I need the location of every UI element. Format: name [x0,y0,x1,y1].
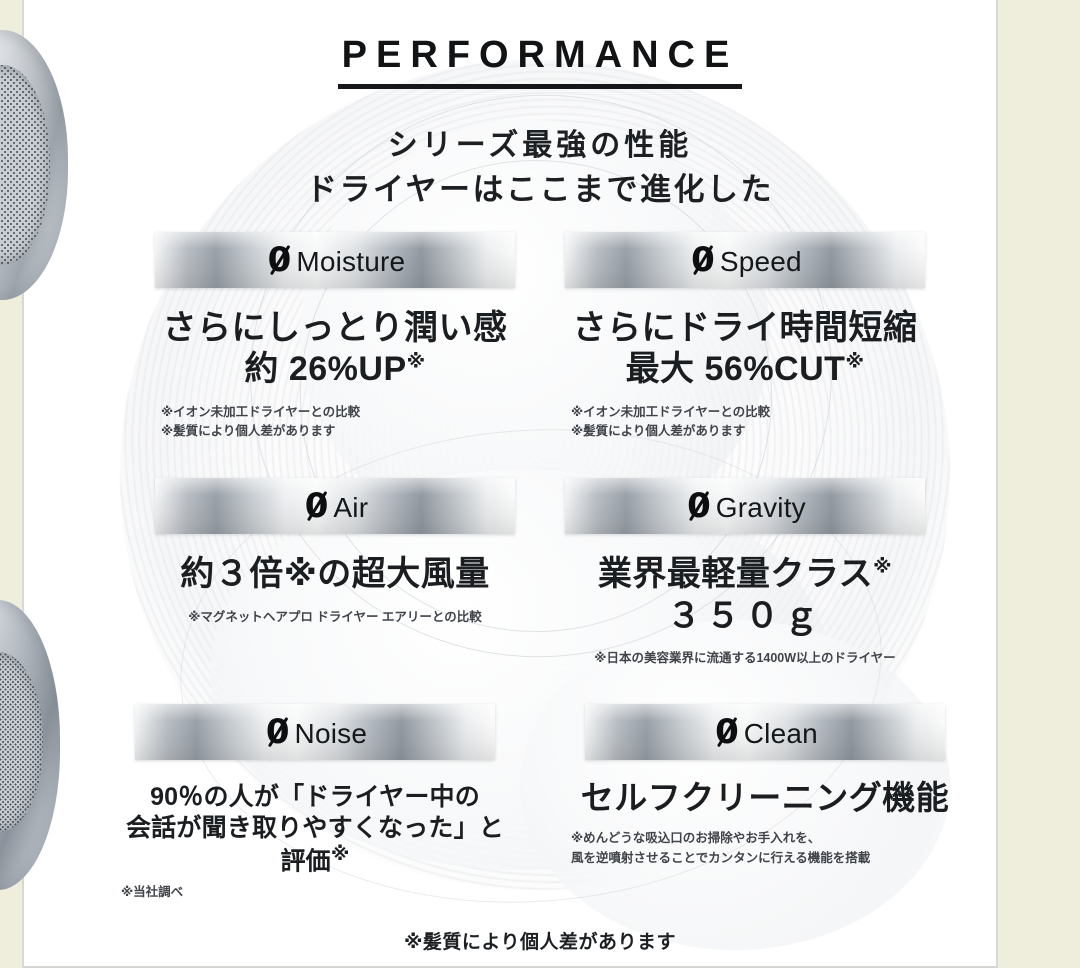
lead-copy: シリーズ最強の性能 ドライヤーはここまで進化した [0,126,1080,210]
feature-notes: ※めんどうな吸込口のお掃除やお手入れを、 風を逆噴射させることでカンタンに行える… [565,828,965,868]
zero-slash-icon: 0 [265,243,295,277]
feature-notes: ※イオン未加工ドライヤーとの比較 ※髪質により個人差があります [565,403,925,441]
feature-headline-2: ３５０ｇ [667,596,823,635]
feature-headline-1-text: 業界最軽量クラス [597,555,874,594]
feature-banner-gravity: 0 Gravity [565,478,925,535]
feature-banner-air: 0 Air [155,478,515,535]
feature-headline-2-sup: ※ [845,352,865,374]
feature-row: 0 Noise 90％の人が「ドライヤー中の 会話が聞き取りやすくなった」と評価… [0,704,1080,902]
feature-headline-2-text: 会話が聞き取りやすくなった」と評価 [125,813,504,876]
feature-headline-1: 業界最軽量クラス※ [565,554,925,595]
feature-badge-label: Noise [294,718,368,750]
feature-banner-speed: 0 Speed [565,232,925,288]
zero-slash-icon: 0 [688,243,718,277]
feature-note-2: 風を逆噴射させることでカンタンに行える機能を搭載 [571,851,871,866]
lead-line-1: シリーズ最強の性能 [387,129,693,162]
feature-headline-1: さらにドライ時間短縮 [572,309,918,347]
left-edge-seam [22,0,24,968]
feature-body: さらにドライ時間短縮 最大 56%CUT※ [565,308,925,391]
feature-headline-2-text: 最大 56%CUT [625,350,846,389]
feature-notes: ※当社調べ [115,883,515,902]
feature-headline-1-sup: ※ [873,557,893,579]
feature-headline-1: 90％の人が「ドライヤー中の [150,783,480,812]
feature-note-2: ※髪質により個人差があります [161,423,336,438]
feature-badge-label: Moisture [296,246,406,277]
feature-headline-2-text: 約 26%UP [244,350,407,389]
feature-note-1: ※イオン未加工ドライヤーとの比較 [161,404,361,419]
feature-card-air: 0 Air 約３倍※の超大風量 ※マグネットヘアプロ ドライヤー エアリーとの比… [155,478,515,668]
feature-headline-2-sup: ※ [406,352,426,374]
feature-notes: ※マグネットヘアプロ ドライヤー エアリーとの比較 [155,608,515,627]
zero-slash-icon: 0 [302,489,332,523]
feature-body: セルフクリーニング機能 [565,778,965,818]
bottom-divider [24,966,996,968]
feature-card-clean: 0 Clean セルフクリーニング機能 ※めんどうな吸込口のお掃除やお手入れを、… [565,704,965,902]
feature-card-moisture: 0 Moisture さらにしっとり潤い感 約 26%UP※ ※イオン未加工ドラ… [155,232,515,440]
feature-headline-2-sup: ※ [330,844,350,866]
feature-headline-2: 最大 56%CUT※ [565,349,925,390]
zero-slash-icon: 0 [684,489,714,523]
feature-note-1: ※イオン未加工ドライヤーとの比較 [571,404,771,419]
footer-note: ※髪質により個人差があります [403,932,677,953]
right-edge-seam [996,0,998,968]
feature-headline-1: さらにしっとり潤い感 [162,309,508,347]
feature-headline-1: 約３倍※の超大風量 [180,555,490,594]
feature-headline-2: 会話が聞き取りやすくなった」と評価※ [115,813,515,877]
page-title: PERFORMANCE [337,36,743,89]
feature-card-noise: 0 Noise 90％の人が「ドライヤー中の 会話が聞き取りやすくなった」と評価… [115,704,515,902]
feature-notes: ※日本の美容業界に流通する1400W以上のドライヤー [565,649,925,668]
feature-note-1: ※マグネットヘアプロ ドライヤー エアリーとの比較 [188,609,482,624]
feature-banner-noise: 0 Noise [135,704,495,761]
zero-slash-icon: 0 [263,715,293,749]
feature-headline-2: 約 26%UP※ [155,349,515,390]
zero-slash-icon: 0 [712,715,742,749]
feature-body: さらにしっとり潤い感 約 26%UP※ [155,308,515,391]
feature-card-gravity: 0 Gravity 業界最軽量クラス※ ３５０ｇ ※日本の美容業界に流通する14… [565,478,925,668]
feature-grid: 0 Moisture さらにしっとり潤い感 約 26%UP※ ※イオン未加工ドラ… [0,232,1080,902]
feature-row: 0 Moisture さらにしっとり潤い感 約 26%UP※ ※イオン未加工ドラ… [0,232,1080,440]
feature-notes: ※イオン未加工ドライヤーとの比較 ※髪質により個人差があります [155,403,515,441]
feature-body: 業界最軽量クラス※ ３５０ｇ [565,554,925,637]
feature-note-1: ※めんどうな吸込口のお掃除やお手入れを、 [571,831,821,846]
page-title-wrap: PERFORMANCE [0,36,1080,89]
right-edge-strip [998,0,1080,968]
feature-badge-label: Clean [743,718,818,750]
feature-note-2: ※髪質により個人差があります [571,423,746,438]
lead-line-2: ドライヤーはここまで進化した [305,171,775,207]
feature-banner-clean: 0 Clean [585,704,945,761]
feature-card-speed: 0 Speed さらにドライ時間短縮 最大 56%CUT※ ※イオン未加工ドライ… [565,232,925,440]
feature-badge-label: Speed [719,246,802,277]
feature-body: 約３倍※の超大風量 [155,554,515,595]
feature-note-1: ※日本の美容業界に流通する1400W以上のドライヤー [594,651,896,666]
feature-body: 90％の人が「ドライヤー中の 会話が聞き取りやすくなった」と評価※ [115,782,515,877]
feature-badge-label: Gravity [715,492,806,524]
feature-row: 0 Air 約３倍※の超大風量 ※マグネットヘアプロ ドライヤー エアリーとの比… [0,478,1080,668]
feature-badge-label: Air [333,492,369,524]
feature-banner-moisture: 0 Moisture [155,232,515,288]
feature-note-1: ※当社調べ [121,884,184,899]
feature-headline-1: セルフクリーニング機能 [580,779,950,817]
